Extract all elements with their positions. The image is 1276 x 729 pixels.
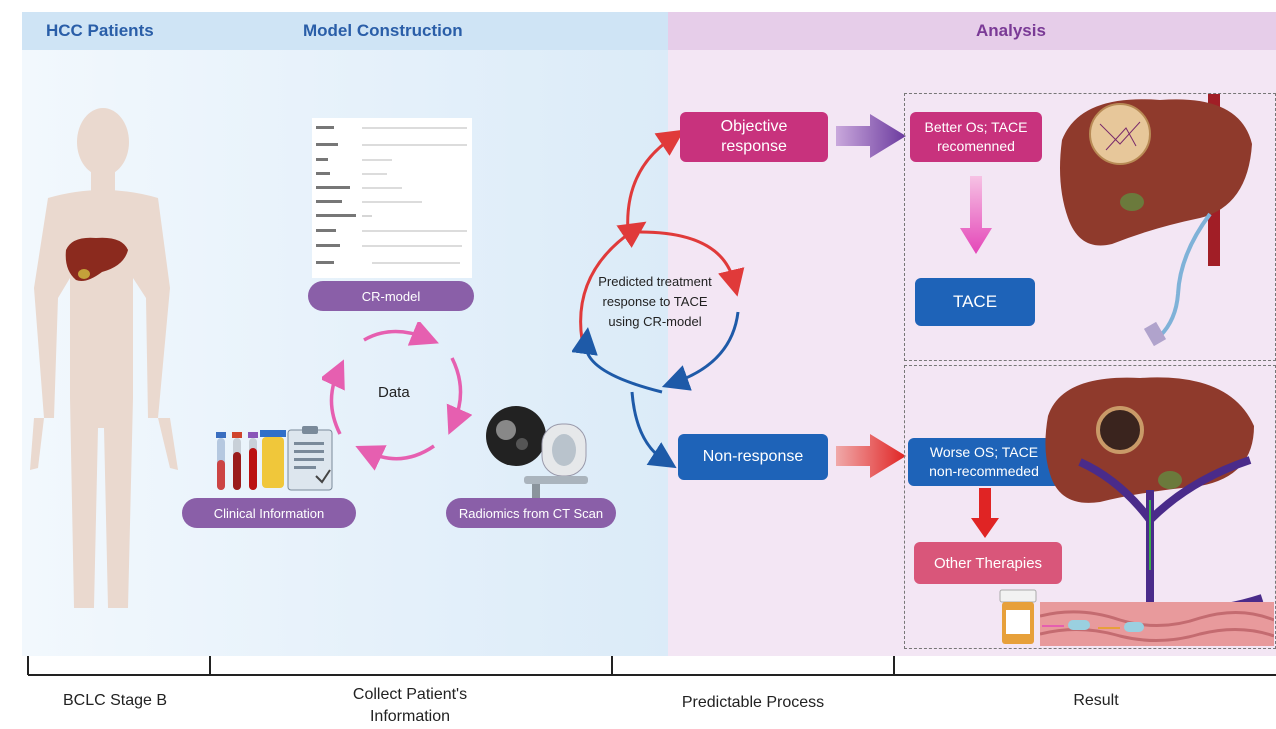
- timeline-stage-bclc: BCLC Stage B: [62, 692, 168, 709]
- non-response-box: Non-response: [678, 434, 828, 480]
- timeline-collect-line-2: Information: [369, 708, 451, 725]
- header-bar-purple: [668, 12, 1276, 50]
- other-therapies-label: Other Therapies: [933, 554, 1043, 572]
- objective-response-line-1: Objective: [720, 118, 788, 135]
- better-os-line-1: Better Os; TACE: [924, 119, 1028, 135]
- data-cycle-arrows: [322, 322, 472, 471]
- timeline-stage-predictable: Predictable Process: [681, 694, 825, 711]
- cr-model-pill: CR-model: [308, 281, 474, 311]
- objective-to-result-arrow: [836, 114, 906, 158]
- non-response-to-result-arrow: [836, 434, 906, 478]
- prediction-cycle-arrows: [572, 129, 745, 469]
- human-silhouette-illustration: [30, 108, 178, 608]
- header-hcc-patients: HCC Patients: [46, 21, 154, 40]
- timeline-stage-collect: Collect Patient's Information: [320, 684, 500, 728]
- liver-vessel-illustration: [1040, 377, 1274, 646]
- prediction-center-text: Predicted treatment response to TACE usi…: [580, 272, 730, 332]
- prediction-text-line-2: response to TACE: [602, 294, 708, 309]
- objective-response-line-2: response: [721, 138, 787, 155]
- clinical-information-pill: Clinical Information: [182, 498, 356, 528]
- worse-os-line-1: Worse OS; TACE: [929, 444, 1039, 460]
- worse-os-box: Worse OS; TACE non-recommeded: [908, 438, 1060, 486]
- timeline-collect-line-1: Collect Patient's: [352, 686, 468, 703]
- tace-label: TACE: [952, 292, 998, 311]
- worse-os-line-2: non-recommeded: [929, 463, 1039, 479]
- down-arrow-to-tace: [960, 176, 992, 254]
- radiomics-pill: Radiomics from CT Scan: [446, 498, 616, 528]
- better-os-line-2: recomenned: [937, 138, 1015, 154]
- prediction-text-line-3: using CR-model: [608, 314, 702, 329]
- data-label: Data: [378, 384, 410, 401]
- header-analysis: Analysis: [976, 21, 1046, 40]
- timeline-stage-result: Result: [1073, 692, 1119, 709]
- header-model-construction: Model Construction: [303, 21, 463, 40]
- better-os-box: Better Os; TACE recomenned: [910, 112, 1042, 162]
- test-tubes-icon: [216, 426, 333, 491]
- non-response-label: Non-response: [702, 448, 804, 465]
- pill-bottle-icon: [999, 589, 1144, 644]
- nomogram-chart-image: [312, 118, 472, 278]
- liver-icon: [65, 237, 128, 281]
- header-bar-blue: [22, 12, 668, 50]
- down-arrow-to-other-therapies: [971, 488, 999, 538]
- ct-scanner-icon: [486, 406, 588, 498]
- timeline-axis: [27, 656, 1276, 676]
- tace-box: TACE: [915, 278, 1035, 326]
- prediction-text-line-1: Predicted treatment: [598, 274, 712, 289]
- other-therapies-box: Other Therapies: [914, 542, 1062, 584]
- objective-response-box: Objective response: [680, 112, 828, 162]
- liver-tace-illustration: [1060, 94, 1252, 347]
